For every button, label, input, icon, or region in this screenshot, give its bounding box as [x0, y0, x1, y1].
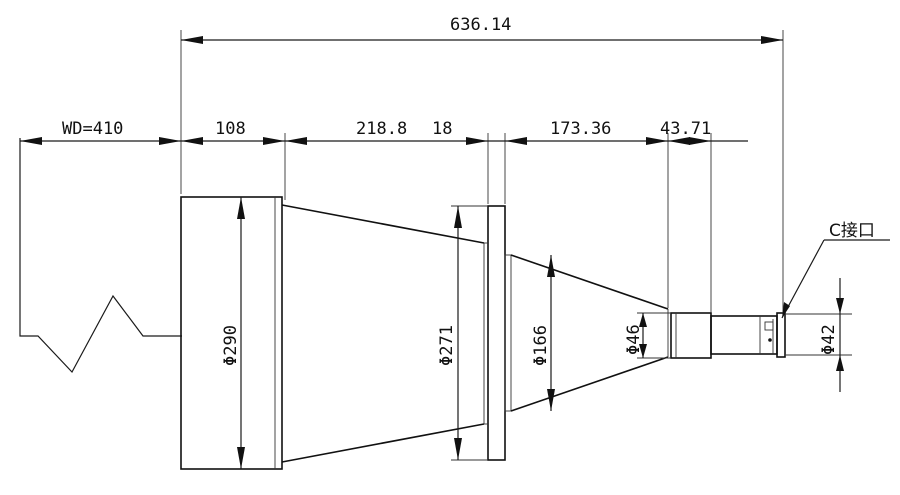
extension-lines	[180, 30, 784, 313]
cone-length-label: 218.8	[356, 119, 407, 139]
dim-flange-diameter: Φ271	[437, 205, 488, 461]
dim-row-2: WD=410 108 218.8 18 173.36 43.71	[20, 119, 748, 145]
mount-diameter-label: Φ42	[819, 324, 839, 355]
wd-label: WD=410	[62, 119, 123, 139]
flange-thickness-label: 18	[432, 119, 452, 139]
flange-diameter-label: Φ271	[437, 325, 457, 366]
dim-front-diameter: Φ290	[221, 197, 245, 469]
c-mount-label: C接口	[829, 221, 875, 241]
rear-cone-length-label: 173.36	[550, 119, 611, 139]
tube-length-label: 43.71	[660, 119, 711, 139]
dim-mount-diameter: Φ42	[785, 278, 852, 392]
dim-tube-diameter: Φ46	[624, 312, 671, 359]
front-diameter-label: Φ290	[221, 325, 241, 366]
c-mount-callout: C接口	[781, 221, 890, 319]
front-length-label: 108	[215, 119, 246, 139]
dim-rear-cone-diameter: Φ166	[531, 255, 555, 411]
dim-total-length: 636.14	[181, 15, 783, 44]
tube-diameter-label: Φ46	[624, 324, 644, 355]
lens-body	[180, 196, 786, 470]
rear-cone-diameter-label: Φ166	[531, 325, 551, 366]
total-length-label: 636.14	[450, 15, 511, 35]
object-break-line	[19, 138, 182, 374]
